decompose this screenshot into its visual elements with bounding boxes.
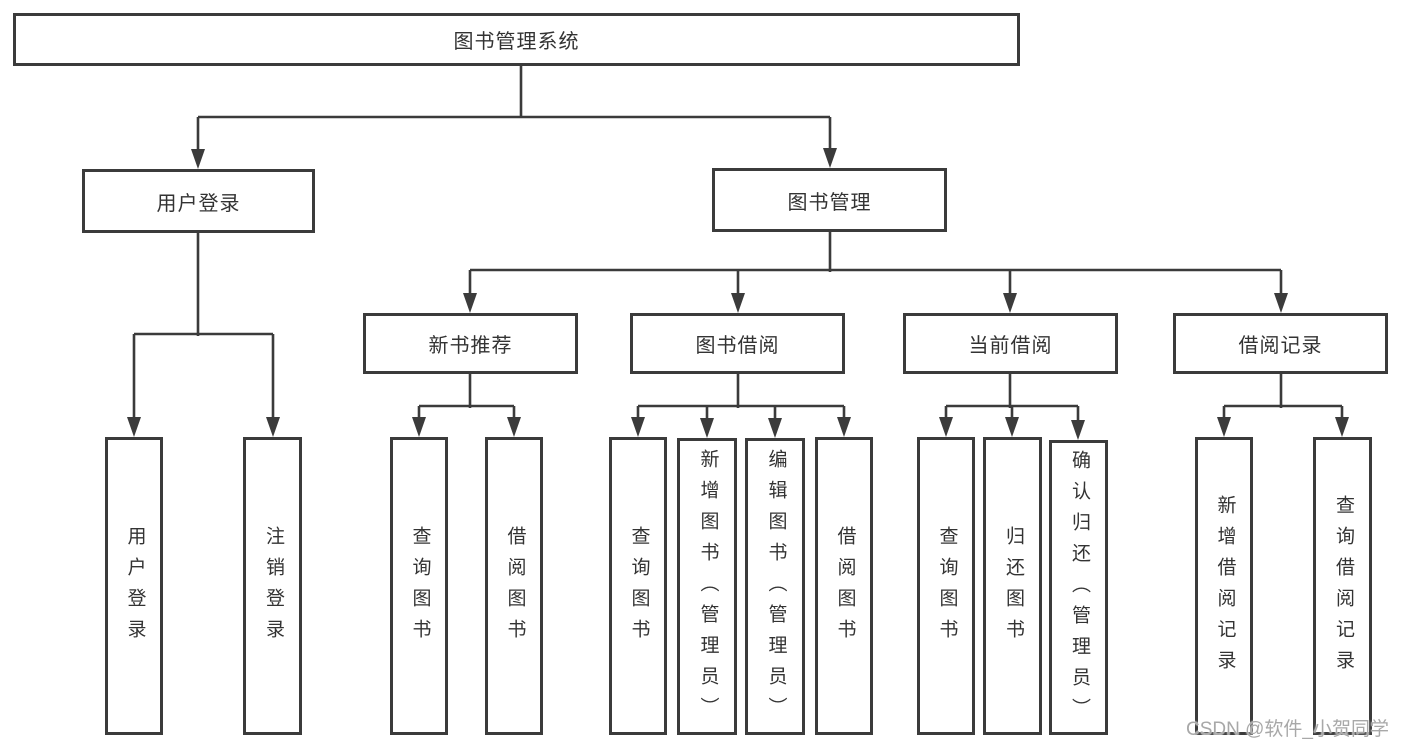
node-new-book-recommend: 新书推荐 [363,313,578,374]
leaf-query-books-recommend: 查询图书 [390,437,448,735]
leaf-query-books-current: 查询图书 [917,437,975,735]
leaf-borrow-books: 借阅图书 [815,437,873,735]
leaf-edit-books-admin: 编辑图书（管理员） [745,438,805,735]
leaf-confirm-return-admin: 确认归还（管理员） [1049,440,1108,735]
leaf-borrow-books-recommend: 借阅图书 [485,437,543,735]
node-borrow-records: 借阅记录 [1173,313,1388,374]
leaf-logout: 注销登录 [243,437,302,735]
leaf-user-login: 用户登录 [105,437,163,735]
watermark: CSDN @软件_小贺同学 [1186,719,1389,740]
node-current-borrow: 当前借阅 [903,313,1118,374]
leaf-add-borrow-record: 新增借阅记录 [1195,437,1253,735]
leaf-query-books-borrow: 查询图书 [609,437,667,735]
leaf-add-books-admin: 新增图书（管理员） [677,438,737,735]
node-user-login: 用户登录 [82,169,315,233]
node-book-management: 图书管理 [712,168,947,232]
leaf-return-books: 归还图书 [983,437,1042,735]
node-book-borrow: 图书借阅 [630,313,845,374]
node-root: 图书管理系统 [13,13,1020,66]
leaf-query-borrow-record: 查询借阅记录 [1313,437,1372,735]
